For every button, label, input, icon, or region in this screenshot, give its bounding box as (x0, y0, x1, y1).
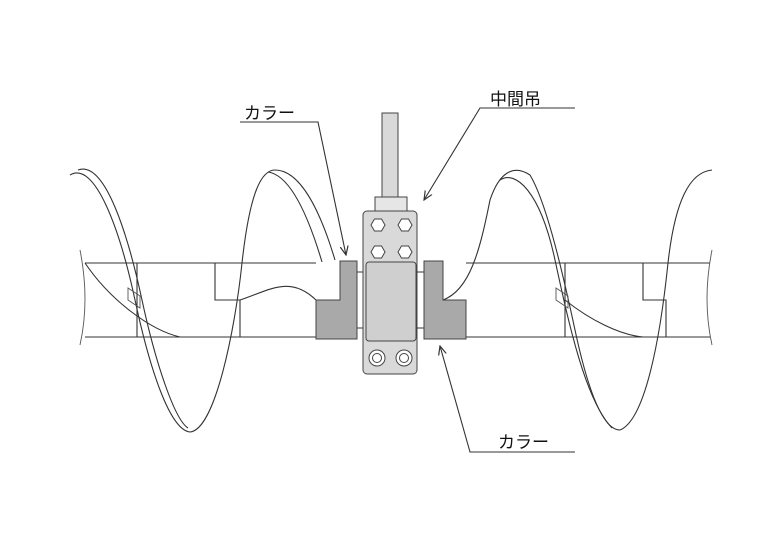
intermediate-hanger-label: 中間吊 (490, 90, 541, 110)
leader-collar-top (240, 121, 346, 255)
collar-right (423, 260, 467, 340)
leader-collar-bottom (440, 346, 575, 453)
hex-bolt-icon (370, 218, 413, 259)
collar-label-bottom: カラー (498, 433, 549, 453)
shaft (79, 249, 713, 346)
intermediate-hanger (362, 112, 418, 375)
screw-flights (69, 168, 713, 433)
collar-left (315, 260, 358, 340)
nut-icon (368, 349, 413, 367)
collar-label-top: カラー (244, 104, 295, 124)
leader-hanger (424, 107, 575, 200)
